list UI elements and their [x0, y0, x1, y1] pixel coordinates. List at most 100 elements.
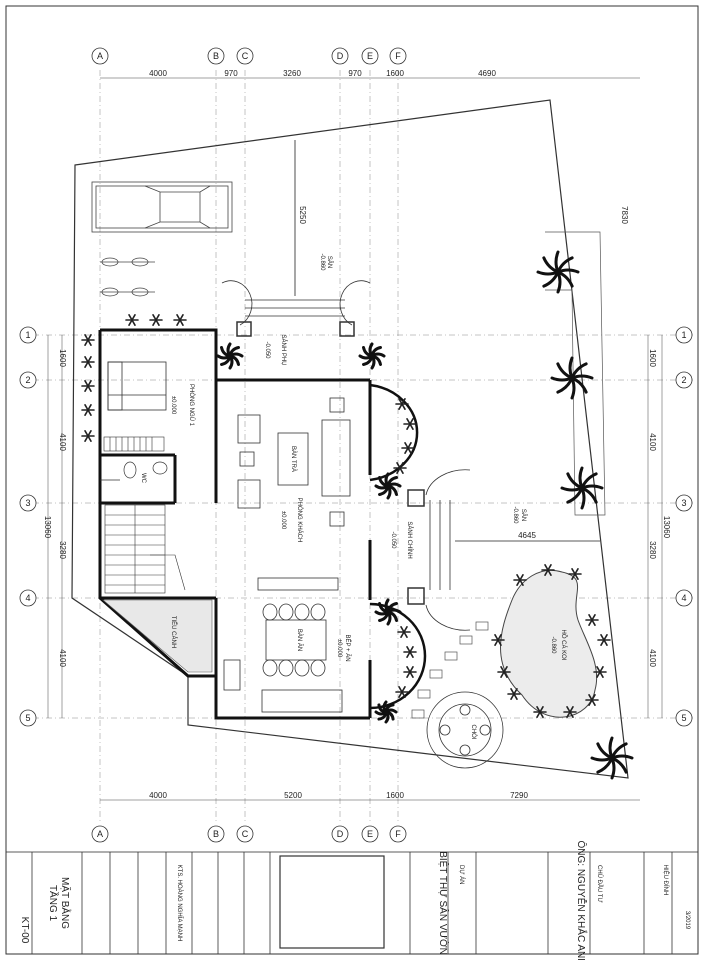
- dim-right-total: 13060: [662, 516, 671, 539]
- grid-bubble-row-1: [19, 326, 37, 344]
- grid-label-row-1: 1: [681, 330, 686, 340]
- level-phong-khach: ±0.000: [280, 511, 286, 530]
- grid-bubble-row-4: [19, 589, 37, 607]
- palm-tree-icon: [550, 356, 594, 400]
- shrub-icon: [541, 564, 555, 576]
- level-san-top: -0.860: [319, 253, 325, 271]
- dim-top-5: 1600: [386, 69, 404, 78]
- dim-right-4: 4100: [648, 649, 657, 667]
- dimension-chain-right: [647, 335, 663, 718]
- palm-tree-icon: [374, 598, 402, 626]
- shrub-icon: [491, 634, 505, 646]
- tb-date: 3/2019: [684, 911, 690, 930]
- shrub-icon: [125, 314, 139, 326]
- dimension-bottom-labels: 4000 5200 1600 7290: [149, 791, 528, 800]
- palm-tree-icon: [374, 700, 398, 724]
- dim-inner-right-top: 7830: [620, 206, 629, 224]
- shrub-icon: [585, 694, 599, 706]
- title-block: [5, 851, 699, 955]
- grid-bubble-col-F: [389, 47, 407, 65]
- dimension-left-labels: 1600 4100 3280 4100 13060: [43, 349, 67, 667]
- dining-furniture: [223, 577, 343, 713]
- site-inner-boundary: [545, 231, 606, 516]
- palm-tree-icon: [358, 342, 386, 370]
- dim-left-2: 4100: [58, 433, 67, 451]
- palm-tree-icon: [536, 250, 580, 294]
- level-ho-ca: -0.860: [550, 636, 556, 654]
- dim-right-3: 3280: [648, 541, 657, 559]
- label-ban-tra: BÀN TRÀ: [290, 446, 297, 472]
- level-sanh-phu: -0.050: [264, 341, 270, 359]
- level-phong-ngu: ±0.000: [170, 396, 176, 415]
- grid-bubble-row-3: [675, 494, 693, 512]
- grid-bubble-col-F: [389, 825, 407, 843]
- shrub-icon: [81, 334, 95, 346]
- grid-bubble-row-1: [675, 326, 693, 344]
- shrub-icon: [397, 626, 411, 638]
- label-gazebo: CHÒI: [470, 725, 477, 740]
- grid-label-row-4: 4: [25, 593, 30, 603]
- grid-label-col-D: D: [337, 829, 344, 839]
- shrub-icon: [593, 666, 607, 678]
- level-bep-an: ±0.000: [336, 639, 342, 658]
- tb-designer: KTS. HOÀNG NGHĨA MẠNH: [176, 865, 183, 942]
- wardrobe-symbol: [103, 436, 165, 452]
- grid-label-row-1: 1: [25, 330, 30, 340]
- dim-left-total: 13060: [43, 516, 52, 539]
- grid-bubble-row-2: [19, 371, 37, 389]
- shrub-icon: [403, 646, 417, 658]
- grid-label-col-C: C: [242, 829, 249, 839]
- palm-tree-icon: [560, 466, 604, 510]
- grid-bubble-col-E: [361, 47, 379, 65]
- shrub-icon: [173, 314, 187, 326]
- grid-label-col-F: F: [395, 51, 401, 61]
- tb-project-label: DỰ ÁN: [458, 865, 465, 884]
- grid-label-col-D: D: [337, 51, 344, 61]
- stepping-stones: [411, 621, 489, 719]
- bed-symbol: [107, 361, 167, 411]
- grid-bubble-row-2: [675, 371, 693, 389]
- grid-label-row-2: 2: [681, 375, 686, 385]
- gazebo-round: [426, 691, 504, 769]
- shrub-icon: [395, 686, 409, 698]
- tb-version: HIỆU ĐÍNH: [662, 865, 670, 896]
- shrub-icon: [81, 380, 95, 392]
- inner-dimensions: [294, 140, 600, 542]
- label-ban-an: BÀN ĂN: [296, 629, 303, 651]
- grid-label-col-E: E: [367, 51, 373, 61]
- label-tieu-canh: TIỂU CẢNH: [170, 616, 177, 648]
- level-sanh-chinh: -0.050: [390, 531, 396, 549]
- grid-label-col-B: B: [213, 51, 219, 61]
- shrub-icon: [395, 398, 409, 410]
- grid-label-row-4: 4: [681, 593, 686, 603]
- tb-project-name: BIỆT THỰ SÂN VƯỜN: [437, 851, 450, 955]
- tb-drawing-name-1: MẶT BẰNG: [59, 877, 72, 929]
- dim-left-1: 1600: [58, 349, 67, 367]
- palm-trees: [216, 250, 634, 780]
- shrub-icon: [401, 442, 415, 454]
- porch-sanh-phu: [221, 280, 371, 337]
- car-symbol: [91, 181, 233, 233]
- label-san-top: SÂN: [326, 256, 333, 268]
- shrub-icon: [393, 462, 407, 474]
- shrub-icon: [81, 404, 95, 416]
- shrub-icon: [81, 430, 95, 442]
- dimension-chain-left: [47, 335, 63, 718]
- shrub-icon: [497, 666, 511, 678]
- grid-bubble-col-B: [207, 47, 225, 65]
- porch-sanh-chinh: [407, 469, 471, 631]
- grid-bubble-col-D: [331, 825, 349, 843]
- palm-tree-icon: [216, 342, 244, 370]
- shrub-icon: [149, 314, 163, 326]
- grid-bubble-col-B: [207, 825, 225, 843]
- grid-bubble-col-C: [236, 825, 254, 843]
- dim-top-3: 3260: [283, 69, 301, 78]
- shrub-icon: [563, 706, 577, 718]
- shrub-icon: [403, 418, 417, 430]
- grid-label-col-A: A: [97, 829, 103, 839]
- label-san-right: SÂN: [520, 509, 527, 521]
- tb-sheet-no: KT-00: [19, 917, 30, 944]
- shrub-icon: [533, 706, 547, 718]
- dim-left-4: 4100: [58, 649, 67, 667]
- dim-top-6: 4690: [478, 69, 496, 78]
